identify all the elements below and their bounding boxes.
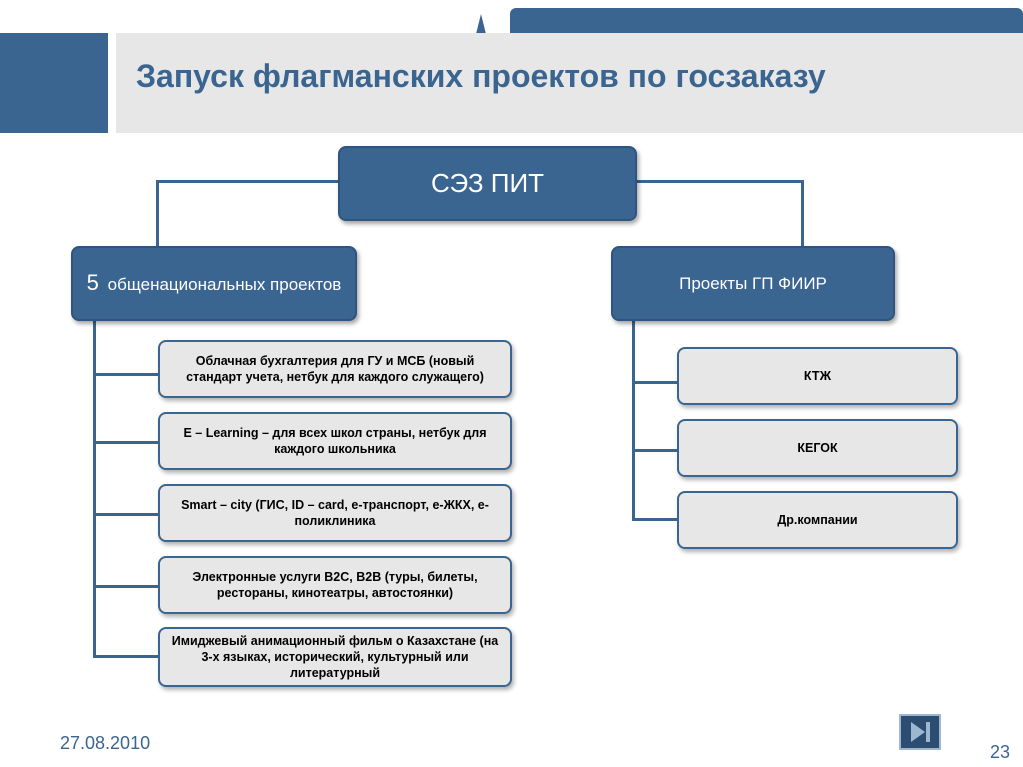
connector-left-item-1: [93, 373, 159, 376]
left-branch-label: общенациональных проектов: [107, 274, 342, 294]
right-item-1: КТЖ: [677, 347, 958, 405]
footer-date: 27.08.2010: [60, 733, 151, 753]
left-item-3: Smart – city (ГИС, ID – card, e-транспор…: [158, 484, 512, 542]
connector-left-item-3: [93, 513, 159, 516]
header-square: [0, 33, 108, 133]
connector-root-right-h: [632, 180, 804, 183]
right-branch-label: Проекты ГП ФИИР: [679, 273, 827, 293]
left-item-3-text: Smart – city (ГИС, ID – card, e-транспор…: [181, 498, 489, 528]
connector-right-spine: [632, 316, 635, 521]
left-item-4: Электронные услуги B2C, B2B (туры, билет…: [158, 556, 512, 614]
connector-left-spine: [93, 316, 96, 657]
left-item-5: Имиджевый анимационный фильм о Казахстан…: [158, 627, 512, 687]
root-node: СЭЗ ПИТ: [338, 146, 637, 221]
connector-right-item-3: [632, 518, 678, 521]
connector-root-left-v: [156, 180, 159, 247]
left-item-1-text: Облачная бухгалтерия для ГУ и МСБ (новый…: [186, 354, 484, 384]
connector-right-item-2: [632, 449, 678, 452]
right-item-1-text: КТЖ: [803, 369, 832, 383]
right-item-2-text: КЕГОК: [797, 441, 838, 455]
connector-left-item-2: [93, 441, 159, 444]
connector-left-item-4: [93, 585, 159, 588]
page-number: 23: [990, 742, 1011, 762]
right-item-2: КЕГОК: [677, 419, 958, 477]
left-branch-node: 5 общенациональных проектов: [71, 246, 357, 321]
right-branch-node: Проекты ГП ФИИР: [611, 246, 895, 321]
header-spike-decoration: [476, 14, 486, 34]
right-item-3: Др.компании: [677, 491, 958, 549]
left-item-2-text: E – Learning – для всех школ страны, нет…: [183, 426, 487, 456]
connector-right-item-1: [632, 381, 678, 384]
left-branch-number: 5: [86, 269, 99, 295]
root-node-label: СЭЗ ПИТ: [430, 168, 545, 198]
header-accent-strip: [510, 8, 1023, 35]
right-item-3-text: Др.компании: [777, 513, 858, 527]
page-title: Запуск флагманских проектов по госзаказу: [136, 58, 826, 94]
header-bar: [116, 33, 1023, 133]
connector-left-item-5: [93, 655, 159, 658]
skip-to-end-icon: [911, 722, 930, 742]
connector-root-left-h: [156, 180, 339, 183]
next-slide-button[interactable]: [899, 714, 941, 750]
left-item-4-text: Электронные услуги B2C, B2B (туры, билет…: [192, 570, 478, 600]
left-item-2: E – Learning – для всех школ страны, нет…: [158, 412, 512, 470]
left-item-1: Облачная бухгалтерия для ГУ и МСБ (новый…: [158, 340, 512, 398]
connector-root-right-v: [801, 180, 804, 247]
left-item-5-text: Имиджевый анимационный фильм о Казахстан…: [171, 634, 499, 680]
